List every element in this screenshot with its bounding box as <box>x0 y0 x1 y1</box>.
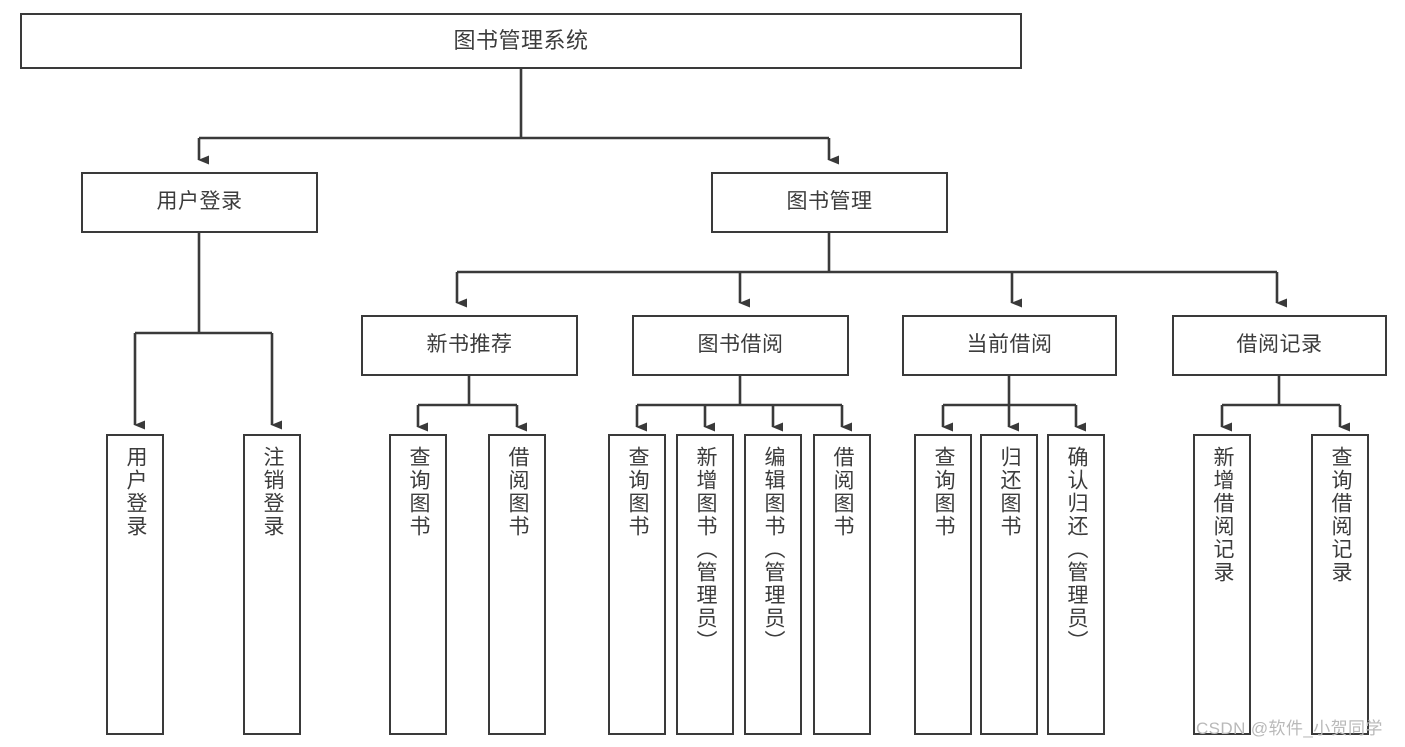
node-label: 确认归还（管理员） <box>1065 446 1089 653</box>
node-label: 新书推荐 <box>426 333 513 357</box>
leaf-add-book[interactable]: 新增图书（管理员） <box>676 434 734 735</box>
node-book-borrow[interactable]: 图书借阅 <box>632 315 849 376</box>
watermark-text: CSDN @软件_小贺同学 <box>1196 719 1383 738</box>
leaf-edit-book[interactable]: 编辑图书（管理员） <box>744 434 802 735</box>
node-label: 查询图书 <box>407 446 431 538</box>
node-current-borrow[interactable]: 当前借阅 <box>902 315 1117 376</box>
node-label: 注销登录 <box>261 446 285 538</box>
node-label: 新增借阅记录 <box>1211 446 1235 584</box>
node-label: 图书管理 <box>786 190 873 214</box>
leaf-confirm-return[interactable]: 确认归还（管理员） <box>1047 434 1105 735</box>
node-new-book-recommend[interactable]: 新书推荐 <box>361 315 578 376</box>
node-user-login[interactable]: 用户登录 <box>81 172 318 233</box>
leaf-return-book[interactable]: 归还图书 <box>980 434 1038 735</box>
node-book-manage[interactable]: 图书管理 <box>711 172 948 233</box>
node-label: 用户登录 <box>156 190 243 214</box>
leaf-logout-login[interactable]: 注销登录 <box>243 434 301 735</box>
leaf-query-book-current[interactable]: 查询图书 <box>914 434 972 735</box>
node-root-system[interactable]: 图书管理系统 <box>20 13 1022 69</box>
node-label: 图书管理系统 <box>453 28 589 54</box>
node-label: 图书借阅 <box>697 333 784 357</box>
node-label: 借阅记录 <box>1236 333 1323 357</box>
leaf-borrow-book[interactable]: 借阅图书 <box>813 434 871 735</box>
leaf-borrow-book-recommend[interactable]: 借阅图书 <box>488 434 546 735</box>
node-label: 查询借阅记录 <box>1329 446 1353 584</box>
leaf-query-borrow-record[interactable]: 查询借阅记录 <box>1311 434 1369 735</box>
node-label: 新增图书（管理员） <box>694 446 718 653</box>
leaf-query-book-borrow[interactable]: 查询图书 <box>608 434 666 735</box>
node-borrow-record[interactable]: 借阅记录 <box>1172 315 1387 376</box>
leaf-query-book-recommend[interactable]: 查询图书 <box>389 434 447 735</box>
node-label: 归还图书 <box>998 446 1022 538</box>
node-label: 用户登录 <box>124 446 148 538</box>
leaf-user-login[interactable]: 用户登录 <box>106 434 164 735</box>
node-label: 查询图书 <box>932 446 956 538</box>
leaf-add-borrow-record[interactable]: 新增借阅记录 <box>1193 434 1251 735</box>
node-label: 查询图书 <box>626 446 650 538</box>
node-label: 借阅图书 <box>506 446 530 538</box>
node-label: 当前借阅 <box>966 333 1053 357</box>
node-label: 借阅图书 <box>831 446 855 538</box>
node-label: 编辑图书（管理员） <box>762 446 786 653</box>
csdn-watermark: CSDN @软件_小贺同学 <box>1196 714 1383 739</box>
